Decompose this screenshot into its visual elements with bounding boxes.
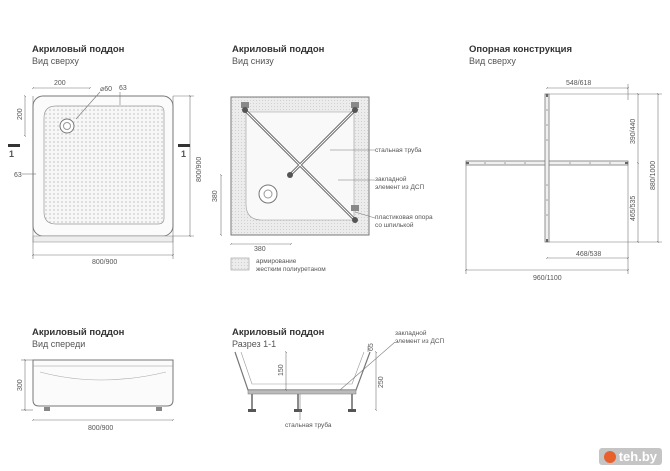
logo-dot-icon	[603, 450, 616, 463]
dim-250: 250	[378, 376, 385, 388]
section-title: Акриловый поддон	[232, 327, 325, 338]
frame-title: Опорная конструкция	[469, 44, 572, 55]
section-cut-markers	[8, 144, 190, 147]
drain-hole-icon	[59, 118, 75, 134]
legend-swatch-foam	[230, 257, 250, 271]
front-view-subtitle: Вид спереди	[32, 339, 86, 349]
dim-548-618: 548/618	[566, 80, 591, 87]
frame-dimensions	[466, 84, 662, 274]
dim-800-900-depth: 800/900	[196, 157, 203, 182]
dim-63-top: 63	[119, 85, 127, 92]
section-dimensions	[286, 341, 396, 420]
frame-subtitle: Вид сверху	[469, 56, 516, 66]
label-reinforce-1: армирование	[256, 258, 297, 265]
label-section-pipe: стальная труба	[285, 421, 332, 429]
top-view-title: Акриловый поддон	[32, 44, 125, 55]
section-mark-left: 1	[9, 149, 14, 159]
section-view	[234, 351, 371, 412]
label-steel-pipe: стальная труба	[375, 146, 422, 154]
support-foot-icon	[242, 107, 248, 113]
dim-465-535: 465/535	[630, 196, 637, 221]
dim-880-1000: 880/1000	[650, 161, 657, 190]
wood-insert-icon	[241, 102, 249, 108]
bottom-view-leaders	[221, 149, 376, 244]
dim-200-left: 200	[17, 108, 24, 120]
dim-65: 65	[368, 343, 375, 351]
dim-800-900-front: 800/900	[88, 425, 113, 432]
label-insert-2: элемент из ДСП	[375, 184, 425, 191]
bottom-view-subtitle: Вид снизу	[232, 56, 274, 66]
label-support-2: со шпилькой	[375, 221, 414, 229]
label-support-1: пластиковая опора	[375, 214, 433, 221]
dim-800-900-width: 800/900	[92, 259, 117, 266]
bottom-view-title: Акриловый поддон	[232, 44, 325, 55]
label-section-insert-1: закладной	[395, 329, 427, 337]
dim-diameter-60: ⌀60	[100, 86, 112, 93]
support-frame	[465, 93, 629, 243]
section-mark-right: 1	[181, 149, 186, 159]
front-view-dimensions	[21, 360, 173, 420]
dim-380-vertical: 380	[212, 190, 219, 202]
top-view-tray	[32, 95, 174, 243]
watermark-logo: teh.by	[598, 448, 662, 465]
dim-300: 300	[17, 379, 24, 391]
dim-63-left: 63	[14, 172, 22, 179]
label-reinforce-2: жестким полиуретаном	[256, 266, 326, 273]
dim-960-1100: 960/1100	[533, 275, 562, 282]
top-view-subtitle: Вид сверху	[32, 56, 79, 66]
dim-380-horizontal: 380	[254, 246, 266, 253]
drain-icon	[258, 184, 278, 204]
front-view-tray	[32, 359, 174, 411]
front-view-title: Акриловый поддон	[32, 327, 125, 338]
section-subtitle: Разрез 1-1	[232, 339, 277, 349]
dim-390-440: 390/440	[630, 119, 637, 144]
watermark-text: teh.by	[618, 449, 657, 464]
top-view-dimensions	[22, 88, 194, 259]
label-insert-1: закладной	[375, 175, 407, 183]
dim-468-538: 468/538	[576, 251, 601, 258]
dim-150: 150	[278, 364, 285, 376]
label-section-insert-2: элемент из ДСП	[395, 338, 445, 345]
bottom-view-tray	[230, 96, 370, 236]
dim-200-top: 200	[54, 80, 66, 87]
